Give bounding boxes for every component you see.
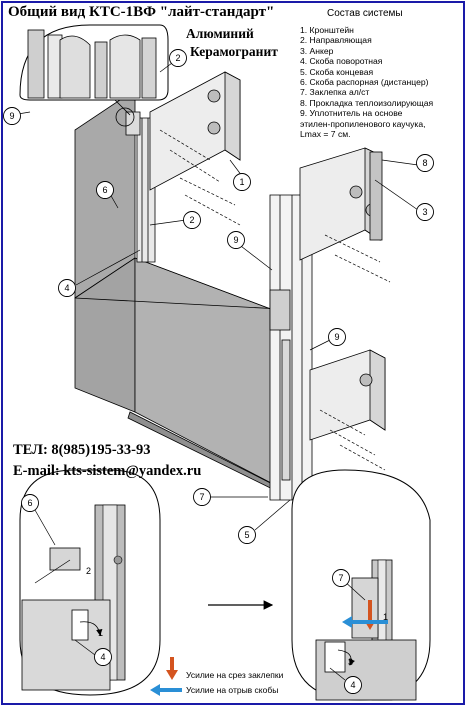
contact-email: E-mail: kts-sistem@yandex.ru xyxy=(13,463,202,479)
callout-2-middle xyxy=(183,211,201,229)
callout-6-label: 6 xyxy=(27,498,32,508)
detail-left-number-2: 2 xyxy=(86,566,91,576)
callout-5-label: 5 xyxy=(244,530,249,540)
callout-9-middle xyxy=(227,231,245,249)
callout-8-label: 8 xyxy=(422,158,427,168)
callout-4-main xyxy=(58,279,76,297)
callout-numbers: 1 2 2 3 4 5 6 7 8 9 9 9 6 4 7 4 xyxy=(9,53,427,690)
detail-source-circle xyxy=(115,107,135,127)
callout-4-label: 4 xyxy=(100,652,105,662)
detail-connector xyxy=(114,99,131,116)
legend-item: 3. Анкер xyxy=(300,45,334,56)
profile-detail-circle xyxy=(19,24,169,101)
callout-9-label: 9 xyxy=(9,111,14,121)
callout-9-label: 9 xyxy=(233,235,238,245)
legend-item: 2. Направляющая xyxy=(300,35,372,46)
callout-2-label: 2 xyxy=(189,215,194,225)
contact-phone: ТЕЛ: 8(985)195-33-93 xyxy=(13,442,151,458)
callout-7-label: 7 xyxy=(199,492,204,502)
bracket-top xyxy=(149,71,241,191)
detail-right: 1 3 xyxy=(291,469,431,701)
callout-circles xyxy=(3,49,434,694)
callout-9-right xyxy=(328,328,346,346)
detail-right-number-1: 1 xyxy=(383,612,388,622)
callout-9-top xyxy=(3,107,21,125)
legend-item: 4. Скоба поворотная xyxy=(300,56,383,67)
callout-7-detail xyxy=(332,569,350,587)
bracket-middle xyxy=(299,147,383,261)
callout-7-main xyxy=(193,488,211,506)
legend-item: Lmax = 7 см. xyxy=(300,129,351,140)
pull-force-label: Усилие на отрыв скобы xyxy=(186,685,279,695)
legend-item: 7. Заклепка ал/ст xyxy=(300,87,370,98)
legend-item: 5. Скоба концевая xyxy=(300,66,374,77)
callout-9-label: 9 xyxy=(334,332,339,342)
callout-6-main xyxy=(96,181,114,199)
callout-4-label: 4 xyxy=(64,283,69,293)
shear-force-label: Усилие на срез заклепки xyxy=(186,670,284,680)
callout-7-label: 7 xyxy=(338,573,343,583)
callout-2-label: 2 xyxy=(175,53,180,63)
legend-item: этилен-пропиленового каучука, xyxy=(300,118,426,129)
callout-6-label: 6 xyxy=(102,185,107,195)
callout-1 xyxy=(233,173,251,191)
detail-left-number-1: 1 xyxy=(98,628,103,638)
legend-item: 9. Уплотнитель на основе xyxy=(300,108,403,119)
callout-4-detail-right xyxy=(344,676,362,694)
legend-item: 6. Скоба распорная (дистанцер) xyxy=(300,77,429,88)
detail-right-number-3: 3 xyxy=(348,657,353,667)
callout-5 xyxy=(238,526,256,544)
legend-item: 1. Кронштейн xyxy=(300,25,354,35)
callout-3 xyxy=(416,203,434,221)
callout-6-detail xyxy=(21,494,39,512)
callout-4-detail-left xyxy=(94,648,112,666)
material-porcelain: Керамогранит xyxy=(190,44,278,59)
detail-left: 1 2 xyxy=(19,469,161,696)
anchor-lines xyxy=(159,129,391,471)
legend-title: Состав системы xyxy=(327,8,403,19)
guide-rail-right xyxy=(269,194,313,501)
diagram-title: Общий вид КТС-1ВФ "лайт-стандарт" xyxy=(8,4,275,20)
seam-line xyxy=(74,297,301,311)
callout-4-label: 4 xyxy=(350,680,355,690)
pull-legend-arrowhead xyxy=(150,684,160,696)
pull-force-arrowhead xyxy=(342,616,352,628)
callout-8 xyxy=(416,154,434,172)
material-aluminium: Алюминий xyxy=(186,26,254,41)
callout-leaders xyxy=(17,59,419,681)
legend-item: 8. Прокладка теплоизолирующая xyxy=(300,97,434,108)
shear-legend-arrowhead xyxy=(166,670,178,680)
bracket-bottom xyxy=(309,349,386,441)
callout-1-label: 1 xyxy=(239,177,244,187)
callout-3-label: 3 xyxy=(422,207,427,217)
legend-list: 1. Кронштейн 2. Направляющая 3. Анкер 4.… xyxy=(300,25,433,139)
callout-2-top xyxy=(169,49,187,67)
